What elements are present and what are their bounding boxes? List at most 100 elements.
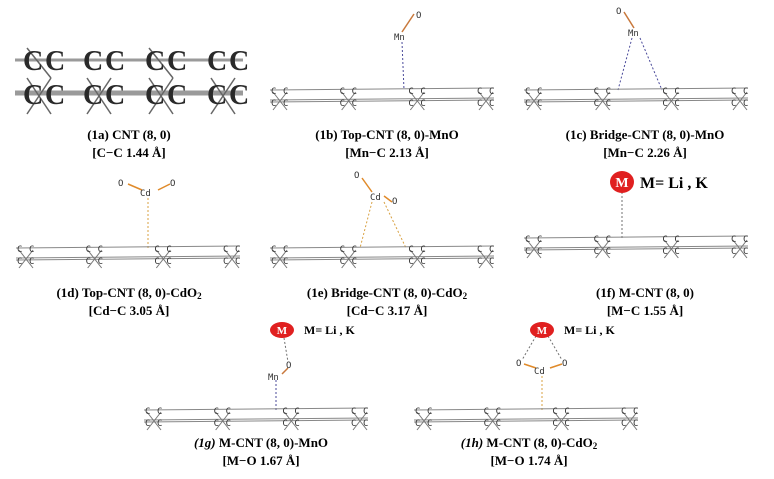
carbon-atom: C [157,419,162,429]
carbon-atom: C [214,419,219,429]
svg-text:O: O [354,171,359,181]
carbon-atom: C [17,257,22,267]
carbon-atom: C [271,99,276,109]
svg-text:O: O [416,11,421,21]
carbon-atom: C [420,99,425,109]
carbon-atom: C [166,245,171,255]
svg-text:Mn: Mn [628,29,639,39]
carbon-atom: C [29,245,34,255]
carbon-atom: C [235,257,240,267]
carbon-atom: C [674,87,679,97]
carbon-atom: C [363,407,368,417]
carbon-atom: C [427,407,432,417]
svg-text:M: M [615,176,628,191]
caption-1h: (1h) M-CNT (8, 0)-CdO2 [M−O 1.74 Å] [460,435,598,468]
carbon-atom: C [427,419,432,429]
carbon-atom: C [537,87,542,97]
carbon-atom: C [283,257,288,267]
carbon-atom: C [674,247,679,257]
svg-text:Mn: Mn [394,33,405,43]
carbon-atom: C [86,245,91,255]
carbon-atom: C [166,257,171,267]
carbon-atom: C [621,419,626,429]
carbon-atom: C [489,257,494,267]
carbon-atom: C [363,419,368,429]
svg-text:C: C [23,46,43,77]
svg-text:M: M [277,325,288,337]
carbon-atom: C [594,235,599,245]
metal-atom [610,171,634,193]
carbon-atom: C [223,245,228,255]
carbon-atom: C [743,99,748,109]
svg-text:Mn: Mn [268,373,279,383]
svg-text:C: C [167,80,187,111]
carbon-atom: C [340,99,345,109]
carbon-atom: C [98,257,103,267]
carbon-atom: C [633,419,638,429]
svg-text:Cd: Cd [534,367,545,377]
carbon-atom: C [283,99,288,109]
carbon-atom: C [157,407,162,417]
carbon-atom: C [662,235,667,245]
caption-1a: (1a) CNT (8, 0) [C−C 1.44 Å] [0,126,258,162]
svg-text:C: C [83,80,103,111]
carbon-atom: C [564,407,569,417]
svg-text:C: C [145,46,165,77]
svg-text:O: O [392,197,397,207]
svg-text:C: C [207,80,227,111]
carbon-atom: C [633,407,638,417]
carbon-atom: C [525,99,530,109]
carbon-atom: C [145,419,150,429]
mn-o-bond [401,13,415,33]
caption-1g: (1g) M-CNT (8, 0)-MnO [M−O 1.67 Å] [193,435,329,468]
carbon-atom: C [294,407,299,417]
svg-text:C: C [83,46,103,77]
carbon-atom: C [420,245,425,255]
svg-text:M= Li , K: M= Li , K [304,323,356,337]
carbon-atom: C [731,247,736,257]
carbon-atom: C [226,419,231,429]
carbon-atom: C [484,407,489,417]
svg-text:C: C [229,46,249,77]
carbon-atom: C [420,257,425,267]
svg-text:O: O [562,359,567,369]
carbon-atom: C [408,87,413,97]
svg-text:O: O [616,7,621,17]
svg-text:M: M [537,325,548,337]
svg-text:C: C [167,46,187,77]
carbon-atom: C [731,235,736,245]
carbon-atom: C [145,407,150,417]
carbon-atom: C [86,257,91,267]
svg-text:C: C [207,46,227,77]
carbon-atom: C [662,99,667,109]
carbon-atom: C [477,257,482,267]
carbon-atom: C [352,257,357,267]
svg-text:C: C [45,46,65,77]
carbon-atom: C [283,245,288,255]
carbon-atom: C [731,99,736,109]
carbon-atom: C [17,245,22,255]
carbon-atom: C [283,87,288,97]
carbon-atom: C [477,99,482,109]
mn-c-dashed-bond [401,41,405,91]
svg-text:C: C [45,80,65,111]
carbon-atom: C [489,99,494,109]
svg-text:Cd: Cd [140,189,151,199]
carbon-atom: C [408,245,413,255]
carbon-atom: C [743,235,748,245]
